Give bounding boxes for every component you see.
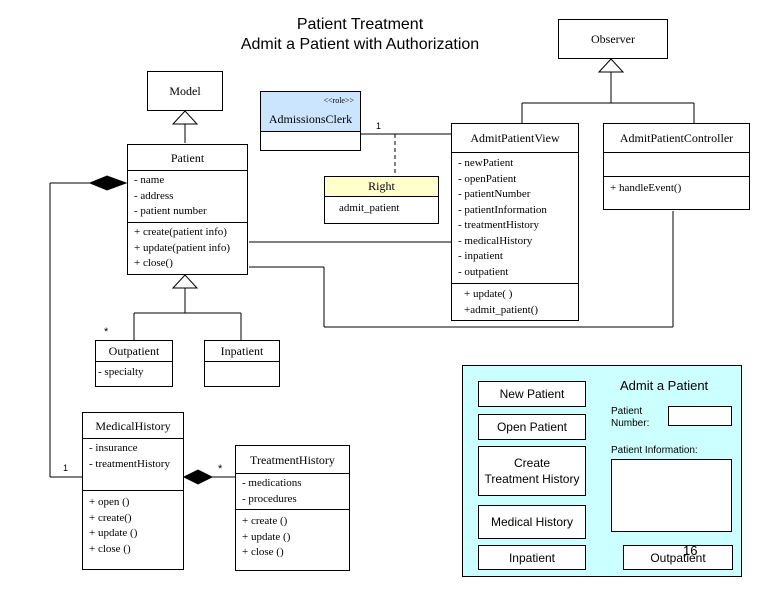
operation: + update(patient info) bbox=[134, 241, 231, 254]
patient-number-label-line1: Patient bbox=[611, 406, 643, 417]
class-right-attributes: admit_patient bbox=[325, 197, 438, 221]
class-admit-patient-view-attributes: - newPatient - openPatient - patientNumb… bbox=[452, 153, 578, 284]
class-medical-history-attributes: - insurance - treatmentHistory bbox=[83, 439, 183, 491]
class-inpatient: Inpatient bbox=[204, 340, 280, 387]
class-medical-history-name: MedicalHistory bbox=[83, 413, 183, 439]
attribute: - patient number bbox=[134, 205, 207, 217]
operation: + create () bbox=[242, 515, 288, 527]
class-outpatient-name: Outpatient bbox=[96, 341, 172, 362]
class-admit-patient-controller-name: AdmitPatientController bbox=[604, 124, 749, 153]
class-patient-name: Patient bbox=[128, 145, 247, 171]
class-treatment-history-name: TreatmentHistory bbox=[236, 446, 349, 474]
patient-number-label-line2: Number: bbox=[611, 418, 650, 429]
operation: + update( ) bbox=[464, 288, 513, 300]
operation: + update () bbox=[242, 530, 291, 543]
class-model: Model bbox=[147, 71, 223, 111]
class-medical-history-operations: + open () + create() + update () + close… bbox=[83, 491, 183, 559]
attribute: - patientInformation bbox=[458, 203, 547, 216]
inpatient-button[interactable]: Inpatient bbox=[478, 545, 586, 570]
class-right-name: Right bbox=[325, 177, 438, 197]
class-admit-patient-controller: AdmitPatientController + handleEvent() bbox=[603, 123, 750, 210]
attribute: - insurance bbox=[89, 442, 138, 454]
create-treatment-history-line2: Treatment History bbox=[484, 472, 580, 486]
operation: + update () bbox=[89, 527, 138, 539]
operation: + open () bbox=[89, 496, 130, 508]
class-inpatient-name: Inpatient bbox=[205, 341, 279, 362]
operation: + create() bbox=[89, 511, 132, 524]
class-patient-attributes: - name - address - patient number bbox=[128, 171, 247, 223]
attribute: - treatmentHistory bbox=[458, 219, 539, 231]
operation: + close () bbox=[89, 542, 131, 555]
class-outpatient-attributes: - specialty bbox=[96, 362, 172, 384]
diagram-subtitle: Admit a Patient with Authorization bbox=[240, 36, 480, 53]
class-admit-patient-controller-attributes bbox=[604, 153, 749, 177]
class-treatment-history-attributes: - medications - procedures bbox=[236, 474, 349, 510]
new-patient-button[interactable]: New Patient bbox=[478, 381, 586, 407]
attribute: - patientNumber bbox=[458, 188, 531, 200]
patient-number-label: Patient Number: bbox=[611, 406, 649, 430]
class-patient: Patient - name - address - patient numbe… bbox=[127, 144, 248, 275]
panel-title: Admit a Patient bbox=[620, 378, 709, 393]
operation: + close() bbox=[134, 257, 173, 269]
class-outpatient: Outpatient - specialty bbox=[95, 340, 173, 387]
patient-information-label: Patient Information: bbox=[611, 445, 698, 456]
class-admissions-clerk-name: AdmissionsClerk bbox=[268, 112, 353, 126]
operation: + create(patient info) bbox=[134, 226, 227, 238]
attribute: - openPatient bbox=[458, 172, 517, 185]
class-treatment-history-operations: + create () + update () + close () bbox=[236, 510, 349, 563]
class-observer-name: Observer bbox=[591, 31, 635, 46]
attribute: - medicalHistory bbox=[458, 234, 533, 247]
class-admit-patient-controller-operations: + handleEvent() bbox=[604, 177, 749, 199]
operation: + close () bbox=[242, 546, 284, 558]
multiplicity-treatment-history: * bbox=[218, 463, 223, 475]
class-admit-patient-view-operations: + update( ) +admit_patient() bbox=[452, 284, 578, 320]
attribute: - specialty bbox=[98, 366, 144, 378]
class-admit-patient-view-name: AdmitPatientView bbox=[452, 124, 578, 153]
operation: +admit_patient() bbox=[464, 303, 539, 316]
patient-number-field[interactable] bbox=[668, 406, 732, 426]
attribute: - treatmentHistory bbox=[89, 457, 170, 470]
multiplicity-medical-history: 1 bbox=[63, 463, 69, 473]
class-medical-history: MedicalHistory - insurance - treatmentHi… bbox=[82, 412, 184, 570]
outpatient-button[interactable]: Outpatient bbox=[623, 545, 733, 570]
class-model-name: Model bbox=[169, 83, 201, 98]
class-right: Right admit_patient bbox=[324, 176, 439, 224]
class-admit-patient-view: AdmitPatientView - newPatient - openPati… bbox=[451, 123, 579, 321]
class-treatment-history: TreatmentHistory - medications - procedu… bbox=[235, 445, 350, 571]
page-number: 16 bbox=[683, 543, 698, 558]
class-patient-operations: + create(patient info) + update(patient … bbox=[128, 223, 247, 274]
open-patient-button[interactable]: Open Patient bbox=[478, 414, 586, 440]
class-observer: Observer bbox=[558, 19, 668, 59]
admit-patient-panel: Admit a Patient New Patient Open Patient… bbox=[462, 365, 742, 577]
multiplicity-clerk-view: 1 bbox=[376, 121, 382, 131]
attribute: admit_patient bbox=[339, 202, 400, 214]
attribute: - newPatient bbox=[458, 157, 514, 169]
attribute: - address bbox=[134, 189, 174, 202]
multiplicity-outpatient: * bbox=[104, 326, 109, 338]
attribute: - procedures bbox=[242, 492, 297, 505]
operation: + handleEvent() bbox=[610, 182, 682, 194]
patient-information-field[interactable] bbox=[611, 459, 732, 532]
attribute: - outpatient bbox=[458, 265, 509, 278]
stereotype-label: <<role>> bbox=[323, 96, 354, 105]
diagram-title: Patient Treatment bbox=[296, 16, 424, 33]
medical-history-button[interactable]: Medical History bbox=[478, 505, 586, 539]
create-treatment-history-line1: Create bbox=[513, 456, 551, 470]
class-admissions-clerk: <<role>> AdmissionsClerk bbox=[260, 91, 361, 151]
class-admissions-clerk-header: <<role>> AdmissionsClerk bbox=[261, 92, 360, 132]
attribute: - medications bbox=[242, 477, 302, 489]
attribute: - name bbox=[134, 174, 165, 186]
attribute: - inpatient bbox=[458, 250, 503, 262]
create-treatment-history-button[interactable]: Create Treatment History bbox=[478, 446, 586, 496]
